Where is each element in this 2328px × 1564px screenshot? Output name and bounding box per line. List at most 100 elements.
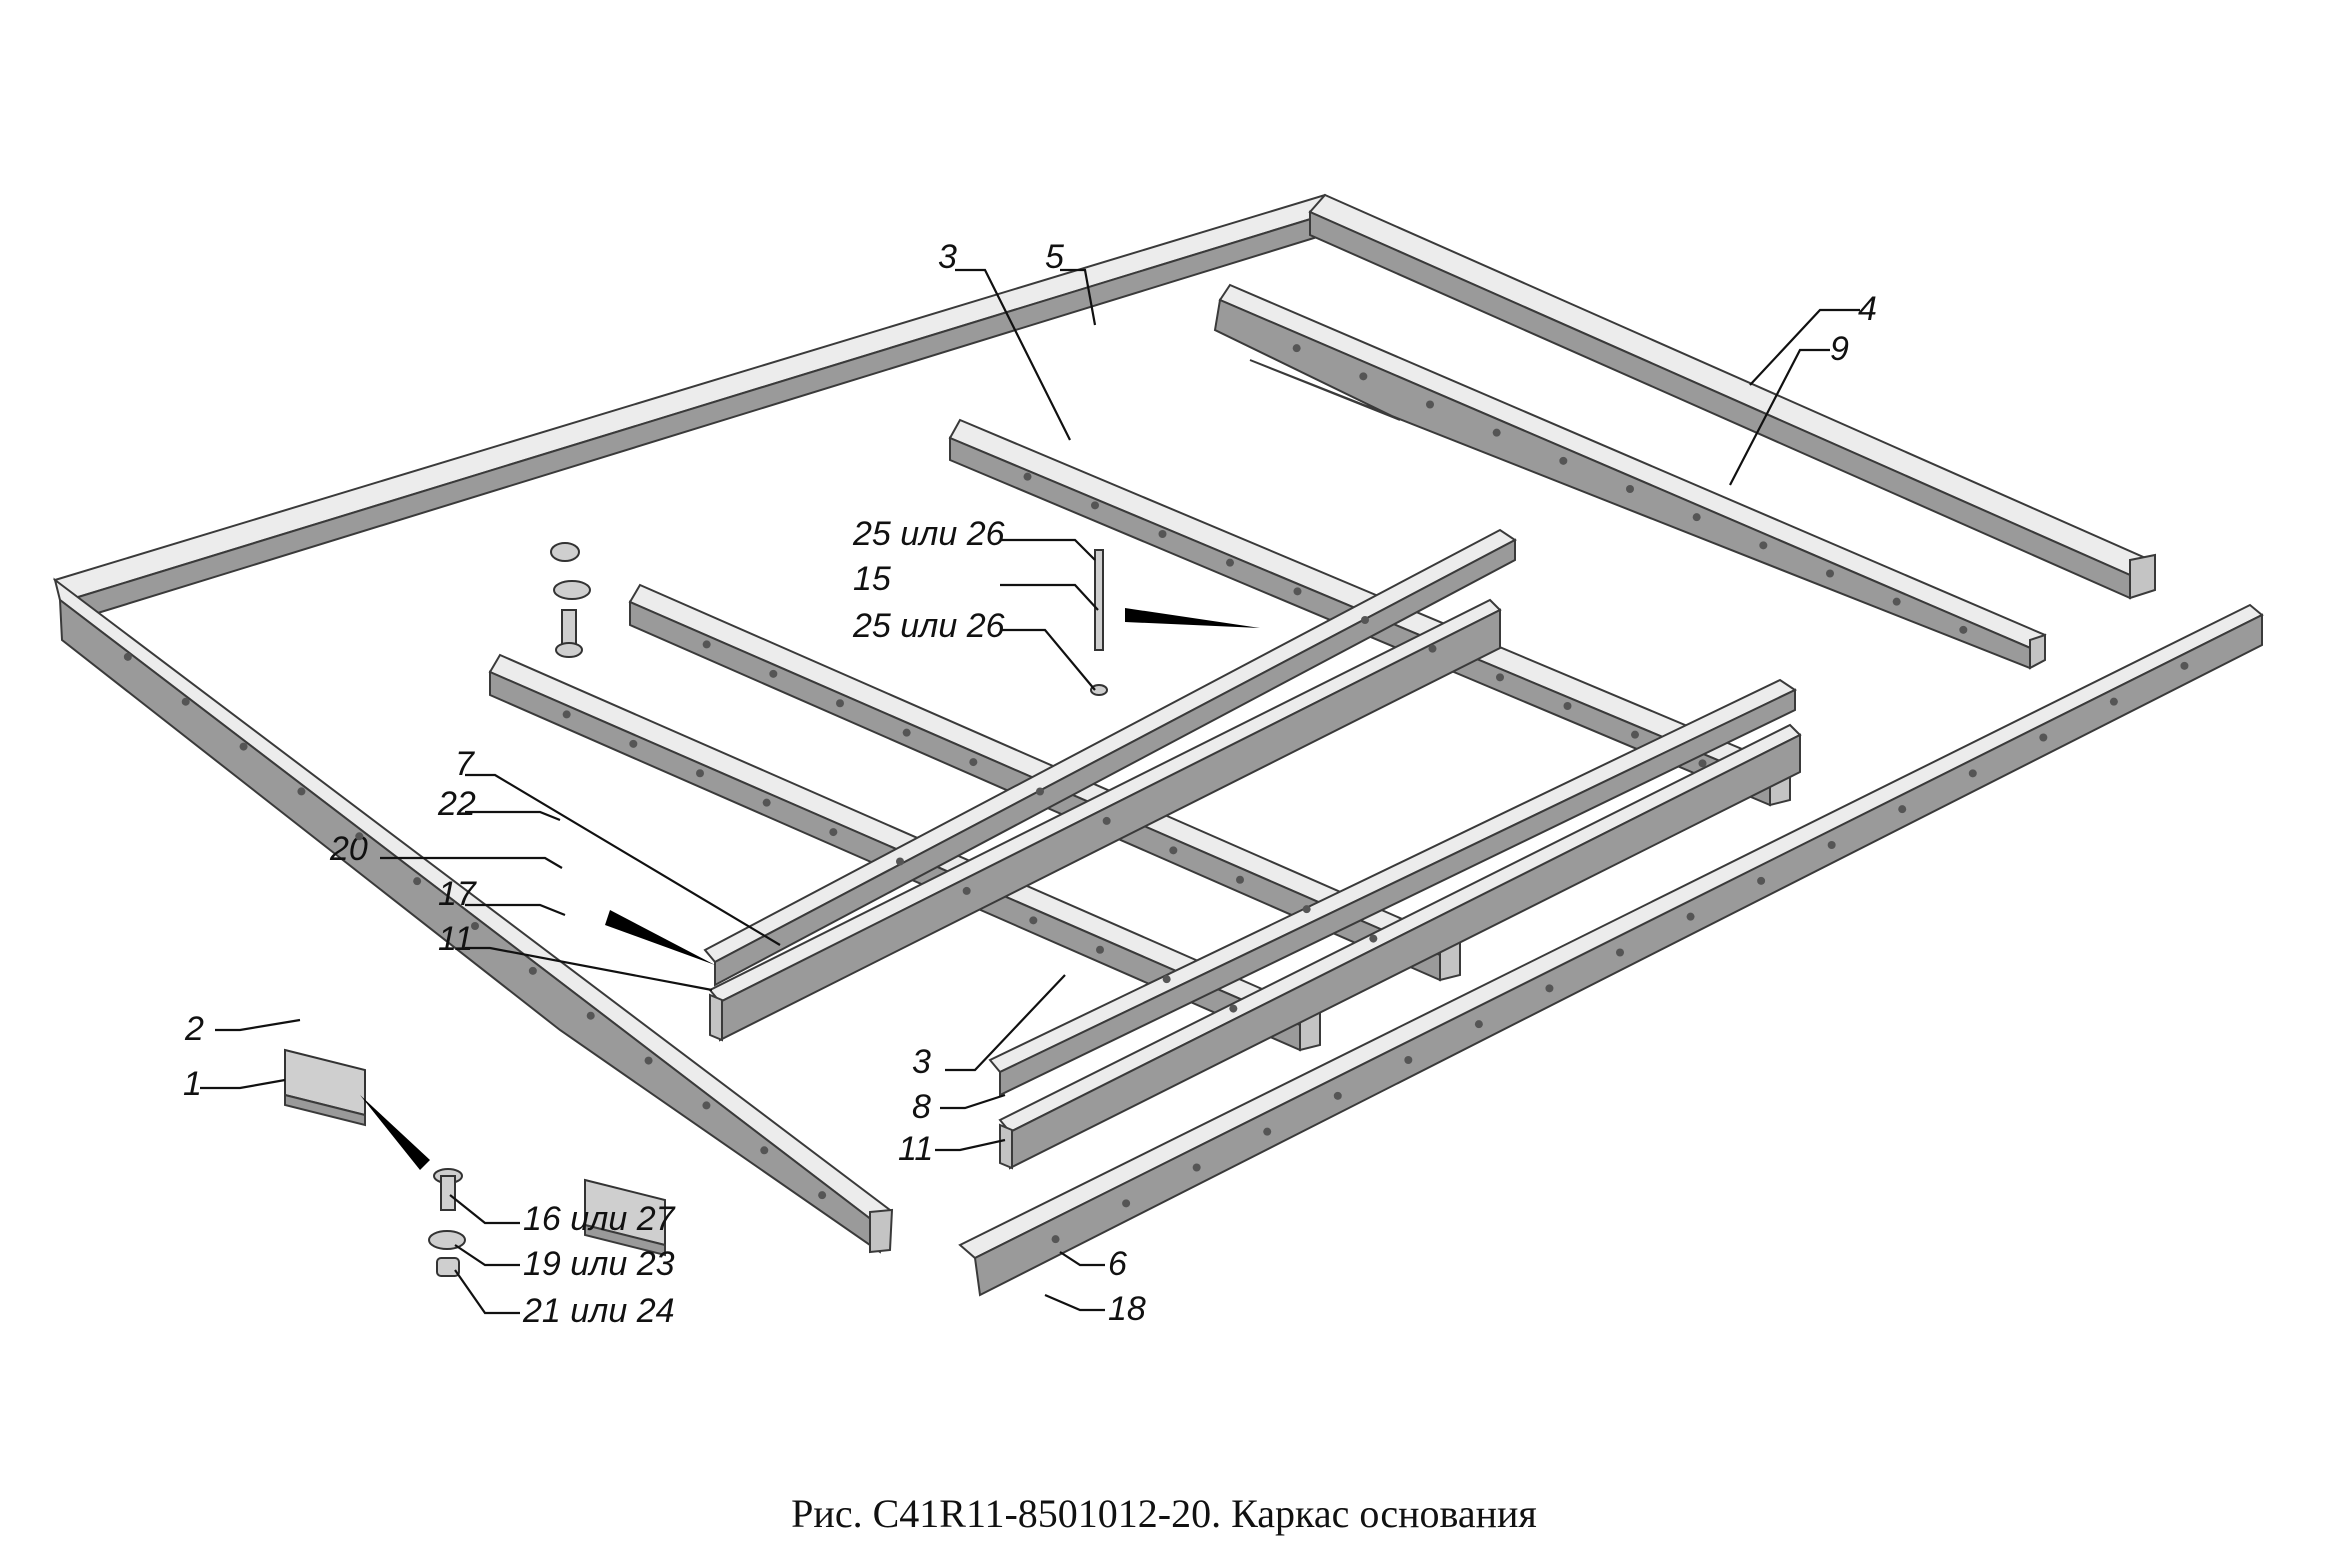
rail-hole	[2039, 733, 2048, 742]
callout-15: 16 или 27	[523, 1200, 676, 1238]
callout-18: 19 или 23	[523, 1245, 675, 1283]
longitudinal-member-7	[703, 528, 1517, 987]
rail-hole	[1229, 1004, 1238, 1013]
rail-hole	[962, 886, 971, 895]
rail-hole	[471, 922, 479, 930]
rail-hole	[644, 1056, 653, 1065]
rail-hole	[1122, 1199, 1131, 1208]
rail-hole	[1496, 673, 1504, 682]
callout-9: 9	[1830, 330, 1849, 368]
arrow-to-stud	[1125, 608, 1260, 628]
frame-assembly-drawing: 3 5 4 9 25 или 26 15 25 или 26 7 22 20 1…	[53, 193, 2264, 1330]
rail-hole	[818, 1191, 827, 1200]
rail-hole	[1102, 816, 1111, 825]
callout-21-24: 21 или 24	[522, 1292, 675, 1330]
longitudinal-member-8	[988, 678, 1798, 1097]
nut-21-24	[436, 1257, 460, 1277]
rail-hole	[1428, 644, 1437, 653]
rail-hole	[1236, 875, 1244, 884]
rail-hole	[181, 697, 190, 706]
rail-hole	[1426, 400, 1434, 409]
rail-hole	[1492, 428, 1501, 437]
rail-hole	[1051, 1235, 1060, 1244]
rail-hole	[1036, 787, 1044, 796]
rail-hole	[2180, 661, 2189, 670]
rail-hole	[1826, 569, 1834, 578]
callout-6: 6	[1108, 1245, 1127, 1283]
rail-hole	[1559, 456, 1568, 465]
callout-25-26-top: 25 или 26	[852, 515, 1005, 553]
rail-hole	[896, 857, 904, 866]
rail-hole	[702, 640, 711, 649]
frame-rail-4	[1308, 193, 2156, 600]
bracket-pair	[584, 1178, 666, 1257]
rail-hole	[123, 652, 132, 661]
rail-hole	[1169, 846, 1178, 855]
rail-hole	[1333, 1091, 1342, 1100]
figure-caption: Рис. C41R11-8501012-20. Каркас основания	[791, 1491, 1537, 1536]
rail-hole	[1692, 513, 1701, 522]
washer-18	[428, 1230, 466, 1250]
rail-hole	[1096, 945, 1104, 954]
rail-hole	[586, 1011, 595, 1020]
frame-rail-5	[53, 193, 1342, 622]
rail-hole	[1369, 934, 1378, 943]
callout-3-lower: 3	[912, 1043, 931, 1081]
stud-16-27	[1090, 549, 1108, 696]
rail-hole	[696, 769, 704, 778]
rail-hole	[1302, 905, 1311, 914]
rail-hole	[1292, 344, 1301, 353]
callout-8: 8	[912, 1088, 931, 1126]
rail-hole	[1827, 841, 1836, 849]
rail-hole	[297, 787, 306, 796]
rail-hole	[762, 798, 771, 807]
rail-hole	[1023, 472, 1032, 481]
rail-hole	[1892, 597, 1901, 606]
rail-hole	[1631, 730, 1639, 739]
rail-hole	[1563, 702, 1572, 710]
rail-hole	[1616, 948, 1624, 957]
callout-17: 17	[438, 875, 477, 913]
bolt-17	[555, 609, 583, 658]
rail-hole	[1192, 1163, 1201, 1172]
rail-hole	[1158, 530, 1167, 538]
washer-19-23	[553, 580, 591, 600]
rail-hole	[355, 832, 364, 841]
rail-hole	[413, 877, 422, 886]
rail-hole	[902, 728, 911, 737]
callout-11-upper: 11	[438, 920, 473, 958]
rail-holes	[123, 344, 2189, 1244]
rail-hole	[1293, 587, 1302, 596]
rail-hole	[1359, 372, 1368, 381]
longitudinal-member-11-lower	[998, 723, 1802, 1170]
rail-hole	[629, 739, 638, 748]
rail-hole	[769, 669, 778, 678]
longitudinal-member-11-upper	[708, 598, 1502, 1042]
rail-hole	[528, 966, 537, 975]
rail-hole	[1898, 805, 1907, 814]
rail-hole	[1959, 625, 1968, 634]
arrow-to-member-11	[605, 910, 715, 965]
rail-hole	[1698, 759, 1707, 768]
rail-hole	[969, 758, 978, 767]
callout-25-26-bottom: 25 или 26	[852, 607, 1005, 645]
callout-2: 2	[184, 1010, 204, 1048]
rail-hole	[1686, 912, 1695, 921]
nut-22	[550, 542, 580, 562]
callout-7: 7	[455, 745, 475, 783]
callout-4: 4	[1858, 290, 1877, 328]
rail-hole	[1759, 541, 1768, 550]
rail-hole	[1757, 876, 1766, 885]
rail-hole	[239, 742, 248, 751]
callout-1: 1	[183, 1065, 202, 1103]
callout-20: 18	[1108, 1290, 1146, 1328]
callout-3-upper: 3	[938, 238, 957, 276]
bolt-15	[433, 1168, 463, 1211]
rail-hole	[2109, 697, 2118, 706]
rail-hole	[1968, 769, 1977, 778]
bracket-1	[284, 1048, 366, 1127]
rail-hole	[1226, 558, 1234, 567]
callout-labels: 3 5 4 9 25 или 26 15 25 или 26 7 22 20 1…	[183, 238, 1877, 1330]
rail-hole	[1361, 616, 1369, 624]
